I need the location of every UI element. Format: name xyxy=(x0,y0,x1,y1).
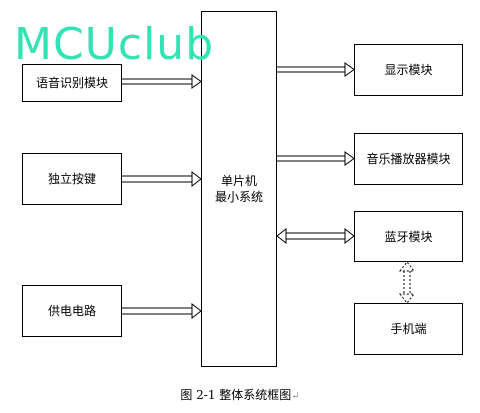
figure-caption-text: 图 2-1 整体系统框图 xyxy=(180,388,292,402)
mcu-label-line1: 单片机 xyxy=(220,174,257,188)
figure-caption: 图 2-1 整体系统框图↵ xyxy=(0,386,480,403)
arrow-power-to-mcu xyxy=(122,302,202,320)
power-circuit-box: 供电电路 xyxy=(22,285,122,337)
independent-button-box: 独立按键 xyxy=(22,153,122,205)
mcuclub-watermark: MCUclub xyxy=(14,19,215,70)
independent-button-label: 独立按键 xyxy=(47,172,96,186)
voice-recognition-module-label: 语音识别模块 xyxy=(35,76,108,90)
arrow-bluetooth-phone-dashed xyxy=(398,261,416,304)
voice-recognition-module-box: 语音识别模块 xyxy=(22,64,122,102)
arrow-mcu-to-music xyxy=(277,151,355,166)
mcu-minimum-system-box: 单片机 最小系统 xyxy=(201,11,277,367)
display-module-label: 显示模块 xyxy=(384,63,433,77)
bluetooth-module-label: 蓝牙模块 xyxy=(384,229,433,244)
bluetooth-module-box: 蓝牙模块 xyxy=(354,211,463,262)
arrow-button-to-mcu xyxy=(122,170,202,188)
phone-box: 手机端 xyxy=(354,303,463,355)
music-player-module-box: 音乐播放器模块 xyxy=(354,133,463,185)
paragraph-mark: ↵ xyxy=(291,391,300,402)
power-circuit-label: 供电电路 xyxy=(47,304,96,318)
mcu-label-line2: 最小系统 xyxy=(214,190,263,204)
arrow-mcu-to-display xyxy=(277,62,355,77)
arrow-mcu-bluetooth-bidirectional xyxy=(276,227,355,245)
music-player-module-label: 音乐播放器模块 xyxy=(366,152,451,166)
display-module-box: 显示模块 xyxy=(354,44,463,96)
phone-label: 手机端 xyxy=(390,322,427,336)
arrow-voice-to-mcu xyxy=(122,74,202,89)
